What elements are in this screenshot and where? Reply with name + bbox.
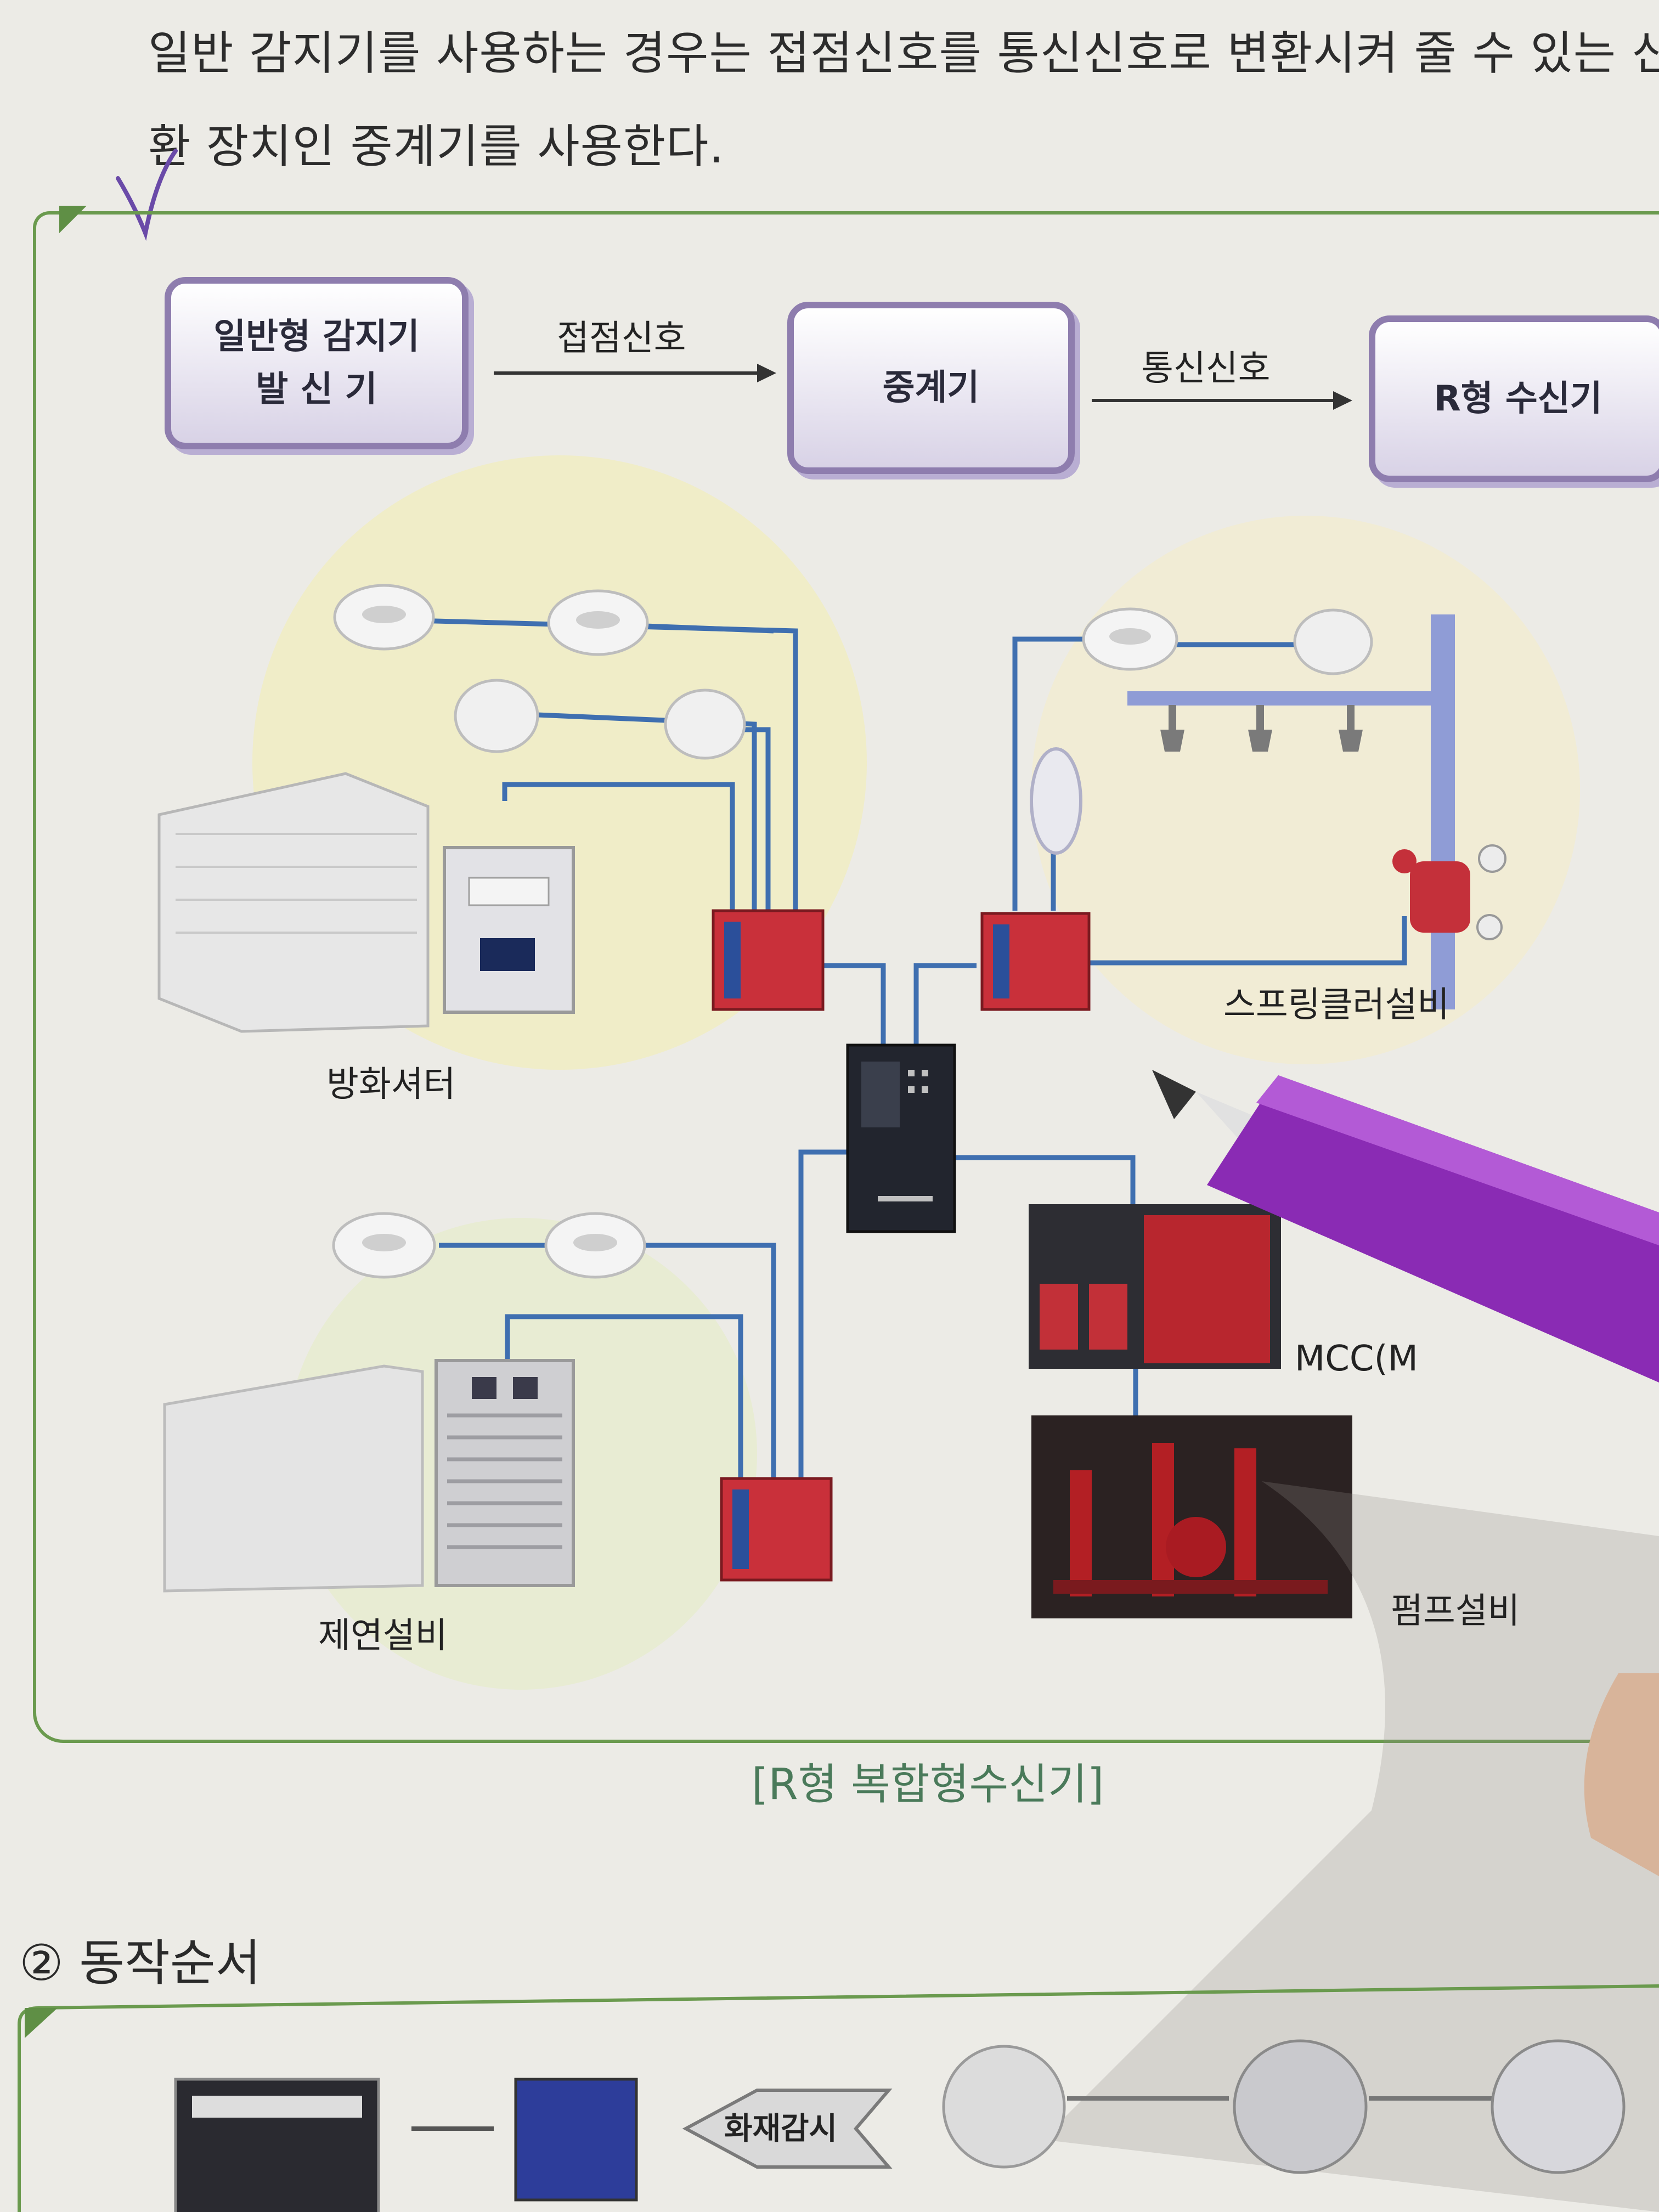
bottom-module-image (514, 2078, 638, 2202)
sprinkler-pipe-vertical (1431, 614, 1455, 1009)
smoke-detectors (332, 584, 1373, 1279)
mcc-panel-image (1029, 1204, 1281, 1369)
figure-caption: [R형 복합형수신기] (752, 1760, 1104, 1809)
repeaters (712, 909, 1091, 1582)
flow-box-r-receiver: R형 수신기 (1369, 315, 1659, 482)
sprinkler-valve-image (1392, 844, 1506, 940)
sprinkler-pipe-horizontal (1127, 691, 1435, 706)
figure-frame (33, 211, 1659, 1743)
fire-shutter-image (157, 772, 575, 1033)
intro-line-2: 환 장치인 중계기를 사용한다. (148, 120, 725, 173)
frame-corner-tab (59, 206, 87, 233)
comm-signal-arrow (1092, 391, 1352, 410)
pump-equipment-image (1031, 1415, 1352, 1618)
smoke-control-caption: 제연설비 (318, 1616, 448, 1656)
check-mark-icon (116, 149, 178, 241)
signal-wiring (394, 617, 1407, 1492)
intro-line-1: 일반 감지기를 사용하는 경우는 접점신호를 통신신호로 변환시켜 줄 수 있는… (148, 26, 1659, 80)
bottom-detector-2 (1233, 2039, 1368, 2174)
section-heading: ② 동작순서 (19, 1934, 261, 1992)
shutter-caption: 방화셔터 (326, 1064, 456, 1105)
flow-box-detector: 일반형 감지기 발 신 기 (165, 277, 469, 449)
mcc-caption: MCC(M (1295, 1339, 1418, 1379)
bottom-detector-1 (942, 2045, 1066, 2169)
contact-signal-arrow (494, 364, 776, 382)
pen-pointer-icon (1152, 1070, 1659, 1383)
sprinkler-caption: 스프링클러설비 (1223, 985, 1450, 1025)
comm-signal-label: 통신신호 (1141, 348, 1271, 389)
pump-caption: 펌프설비 (1391, 1591, 1520, 1632)
flow-box-repeater: 중계기 (787, 302, 1075, 474)
fire-monitor-badge: 화재감시 (724, 2111, 838, 2147)
sprinkler-heads (1160, 705, 1363, 752)
contact-signal-label: 접점신호 (557, 318, 686, 359)
fingertip (1584, 1673, 1659, 1876)
bottom-detector-3 (1491, 2039, 1626, 2174)
alarm-bell (1030, 747, 1082, 855)
badge-arrow-shape (682, 2089, 893, 2169)
smoke-control-image (163, 1359, 575, 1593)
